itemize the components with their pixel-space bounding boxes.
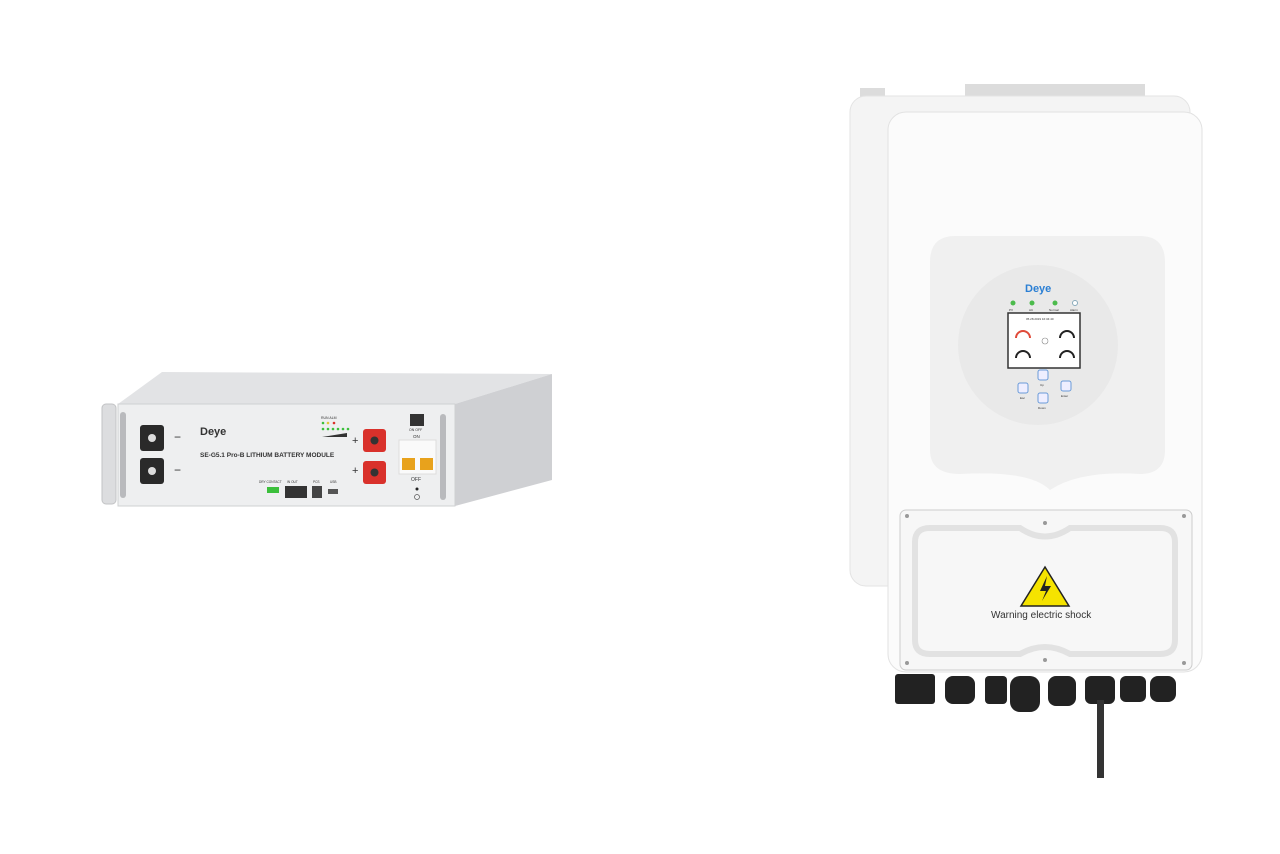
run-alm-label: RUN ALM — [321, 416, 337, 420]
battery-brand-logo: Deye — [200, 426, 226, 438]
pcs-port[interactable] — [312, 486, 322, 498]
down-button[interactable] — [1037, 392, 1049, 404]
cable — [1097, 700, 1104, 778]
battery-module: − − Deye SE-G5.1 Pro-B LITHIUM BATTERY M… — [101, 372, 552, 507]
screen-gauges — [1015, 330, 1075, 359]
cover-screws — [905, 514, 1186, 665]
up-button-label: Up — [1040, 383, 1044, 387]
in-out-label: IN OUT — [287, 480, 298, 484]
dry-contact-port[interactable] — [267, 487, 279, 493]
enter-button[interactable] — [1060, 380, 1072, 392]
left-rail — [120, 412, 126, 498]
usb-port[interactable] — [328, 489, 338, 494]
battery-top-face — [118, 372, 552, 404]
esc-button[interactable] — [1017, 382, 1029, 394]
inverter-brand-logo: Deye — [1025, 283, 1051, 295]
status-leds: PV AC Normal Alarm — [1009, 300, 1078, 312]
battery-model-label: SE-G5.1 Pro-B LITHIUM BATTERY MODULE — [200, 452, 335, 459]
up-button[interactable] — [1037, 369, 1049, 381]
battery-side-face — [455, 374, 552, 506]
minus-sign-2: − — [174, 463, 181, 477]
warning-triangle-icon — [1019, 565, 1071, 607]
usb-label: USB — [330, 480, 337, 484]
inverter-buttons: Up Esc Enter Down — [1017, 369, 1072, 410]
right-rail — [440, 414, 446, 500]
down-button-label: Down — [1038, 406, 1046, 410]
enter-button-label: Enter — [1061, 394, 1068, 398]
switch-label: ON OFF — [409, 428, 422, 432]
inverter: Deye PV AC Normal Alarm 05.28.2019 16:34… — [849, 84, 1203, 778]
plus-sign-1: + — [352, 435, 358, 447]
warning-text: Warning electric shock — [991, 610, 1092, 621]
screen-timestamp: 05.28.2019 16:34:40 — [1026, 317, 1054, 321]
led-label-ac: AC — [1029, 308, 1034, 312]
bottom-connectors — [895, 674, 1176, 778]
power-switch[interactable] — [410, 414, 424, 426]
rj45-ports[interactable] — [285, 486, 307, 498]
pcs-label: PCS — [313, 480, 320, 484]
plus-sign-2: + — [352, 465, 358, 477]
on-label: ON — [413, 434, 420, 439]
dry-contact-label: DRY CONTACT — [259, 480, 282, 484]
esc-button-label: Esc — [1020, 396, 1026, 400]
led-label-pv: PV — [1009, 308, 1013, 312]
led-label-alarm: Alarm — [1070, 308, 1078, 312]
off-label: OFF — [411, 477, 421, 483]
minus-sign-1: − — [174, 430, 181, 444]
soc-leds — [321, 427, 350, 431]
left-handle — [101, 403, 117, 505]
lcd-screen — [1007, 312, 1081, 369]
cover-gasket — [912, 525, 1178, 657]
led-label-normal: Normal — [1049, 308, 1059, 312]
